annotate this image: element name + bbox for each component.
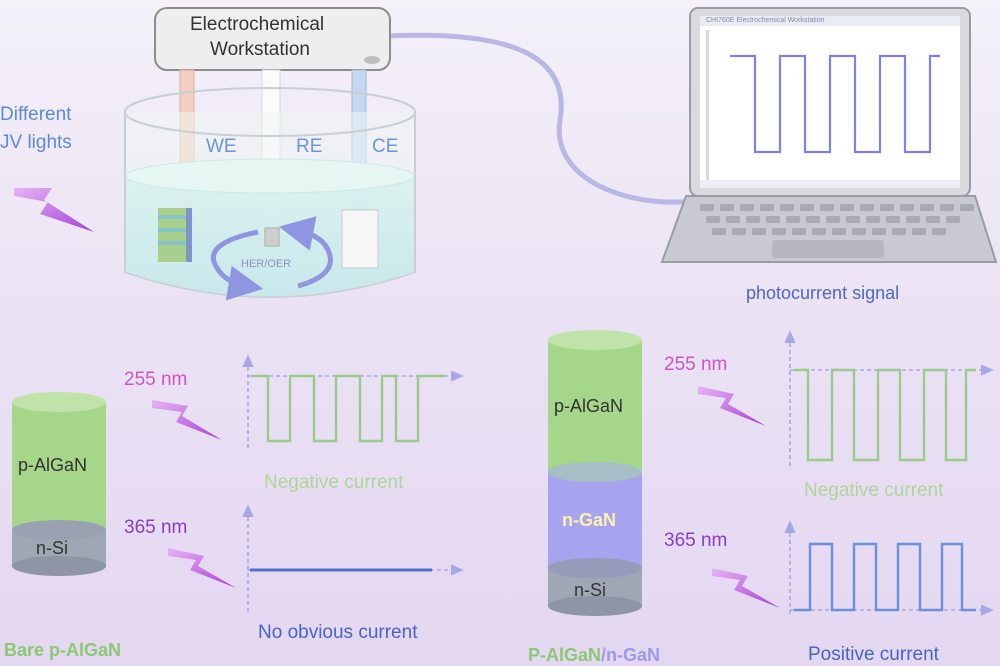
keyboard-key — [720, 204, 734, 211]
keyboard-key — [800, 204, 814, 211]
keyboard-key — [872, 228, 886, 235]
keyboard-key — [746, 216, 760, 223]
workstation-title-line2: Workstation — [210, 39, 310, 60]
light-beam-right-365-icon — [712, 568, 780, 608]
keyboard-key — [852, 228, 866, 235]
keyboard-key — [912, 228, 926, 235]
working-electrode-sample — [158, 208, 192, 262]
plot-right-255-axes — [784, 330, 994, 466]
counter-electrode-plate — [341, 209, 379, 269]
ce-label: CE — [372, 136, 399, 157]
we-label: WE — [206, 136, 237, 157]
left-wavelength-365: 365 nm — [124, 517, 188, 538]
electrochemical-workstation — [154, 7, 391, 71]
keyboard-key — [812, 228, 826, 235]
light-beam-left-255-icon — [152, 400, 222, 440]
keyboard-key — [940, 204, 954, 211]
left-layer-p-algan: p-AlGaN — [18, 455, 88, 475]
keyboard-key — [826, 216, 840, 223]
keyboard-key — [900, 204, 914, 211]
light-beam-left-365-icon — [168, 548, 236, 588]
keyboard-key — [886, 216, 900, 223]
right-caption-part2: /n-GaN — [601, 645, 661, 665]
light-source-label-line1: Different — [0, 104, 72, 125]
keyboard-key — [926, 216, 940, 223]
plot-left-255-axes — [242, 354, 464, 448]
right-layer-p-algan: p-AlGaN — [554, 396, 624, 416]
connection-cable — [385, 32, 703, 205]
bare-device-cylinder — [12, 392, 106, 576]
reaction-arrow-right — [278, 216, 333, 289]
keyboard-key — [846, 216, 860, 223]
keyboard-key — [726, 216, 740, 223]
uv-light-beam-icon — [14, 188, 94, 232]
keyboard-key — [892, 228, 906, 235]
keyboard-key — [740, 204, 754, 211]
laptop-keyboard — [700, 204, 974, 235]
right-wavelength-255: 255 nm — [664, 354, 728, 375]
keyboard-key — [806, 216, 820, 223]
keyboard-key — [752, 228, 766, 235]
left-layer-n-si: n-Si — [36, 538, 69, 558]
workstation-title-line1: Electrochemical — [190, 14, 325, 35]
right-layer-n-si: n-Si — [574, 580, 607, 600]
left-result-365: No obvious current — [258, 622, 418, 643]
keyboard-key — [860, 204, 874, 211]
keyboard-key — [840, 204, 854, 211]
laptop-touchpad — [772, 240, 884, 258]
right-layer-n-gan: n-GaN — [562, 510, 616, 530]
left-wavelength-255: 255 nm — [124, 369, 188, 390]
light-source-label-line2: JV lights — [0, 132, 72, 153]
keyboard-key — [820, 204, 834, 211]
her-oer-label: HER/OER — [241, 258, 292, 270]
negative-current-trace-left — [252, 374, 445, 443]
left-result-255: Negative current — [264, 472, 404, 493]
keyboard-key — [712, 228, 726, 235]
heterojunction-device-cylinder — [548, 330, 642, 616]
positive-current-trace-right — [794, 542, 976, 612]
keyboard-key — [732, 228, 746, 235]
keyboard-key — [772, 228, 786, 235]
keyboard-key — [920, 204, 934, 211]
keyboard-key — [786, 216, 800, 223]
right-caption-part1: P-AlGaN — [528, 645, 602, 665]
keyboard-key — [906, 216, 920, 223]
laptop-square-wave — [730, 54, 940, 154]
reference-electrode-tip — [264, 227, 280, 247]
right-result-255: Negative current — [804, 480, 944, 501]
left-device-caption: Bare p-AlGaN — [4, 640, 122, 660]
reaction-arrow-left — [210, 229, 264, 301]
keyboard-key — [766, 216, 780, 223]
right-wavelength-365: 365 nm — [664, 530, 728, 551]
keyboard-key — [946, 216, 960, 223]
plot-right-365-axes — [784, 520, 994, 616]
keyboard-key — [832, 228, 846, 235]
negative-current-trace-right — [794, 368, 976, 462]
keyboard-key — [880, 204, 894, 211]
keyboard-key — [760, 204, 774, 211]
keyboard-key — [792, 228, 806, 235]
keyboard-key — [780, 204, 794, 211]
light-beam-right-255-icon — [698, 386, 766, 426]
right-device-caption: P-AlGaN/n-GaN — [528, 645, 660, 666]
photocurrent-signal-caption: photocurrent signal — [746, 283, 900, 303]
re-label: RE — [296, 136, 323, 157]
laptop-window-title: CHI760E Electrochemical Workstation — [706, 17, 825, 24]
keyboard-key — [706, 216, 720, 223]
right-result-365: Positive current — [808, 644, 939, 665]
keyboard-key — [932, 228, 946, 235]
keyboard-key — [700, 204, 714, 211]
keyboard-key — [866, 216, 880, 223]
keyboard-key — [960, 204, 974, 211]
plot-left-365-axes — [242, 504, 464, 612]
